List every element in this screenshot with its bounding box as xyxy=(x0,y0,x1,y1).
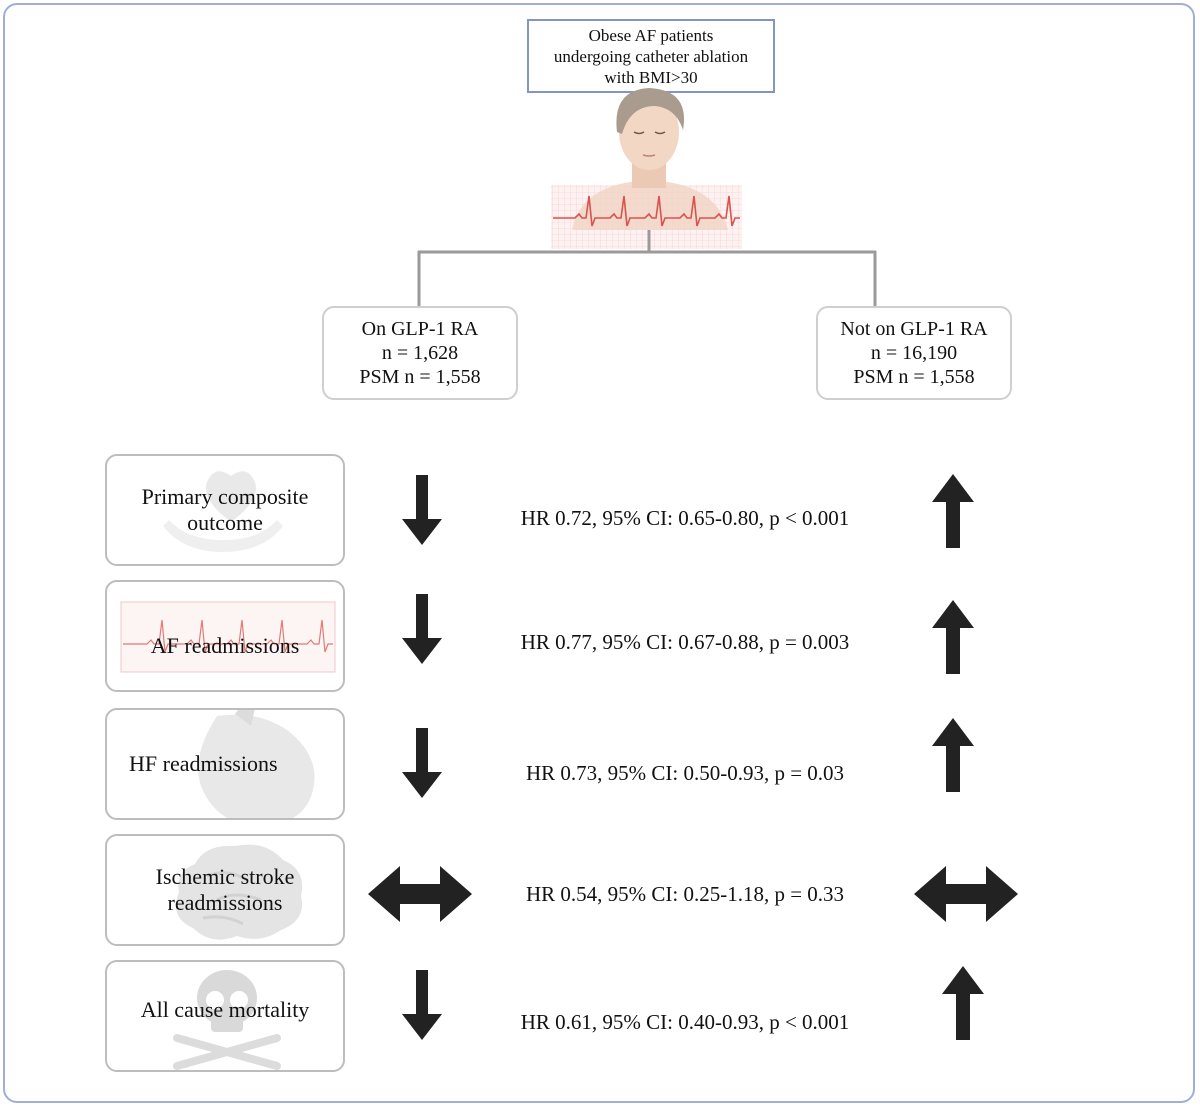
outcome-label: Ischemic stroke readmissions xyxy=(155,864,295,915)
hazard-ratio-text: HR 0.54, 95% CI: 0.25-1.18, p = 0.33 xyxy=(525,882,845,906)
outcome-label: HF readmissions xyxy=(129,751,278,776)
population-label: Obese AF patients undergoing catheter ab… xyxy=(553,25,749,87)
down-arrow-icon xyxy=(402,594,442,664)
down-arrow-icon xyxy=(402,728,442,798)
figure-frame xyxy=(3,3,1195,1103)
control-group-name: Not on GLP-1 RA xyxy=(840,318,988,340)
control-group-n: n = 16,190 xyxy=(870,342,958,364)
up-arrow-icon xyxy=(932,474,974,548)
down-arrow-icon xyxy=(402,475,442,545)
control-group-box: Not on GLP-1 RA n = 16,190 PSM n = 1,558 xyxy=(816,306,1012,400)
up-arrow-icon xyxy=(932,600,974,674)
up-arrow-icon xyxy=(932,718,974,792)
heart-hands-icon xyxy=(163,471,283,552)
treated-group-psm: PSM n = 1,558 xyxy=(359,366,481,388)
patient-with-ecg-icon xyxy=(417,88,877,308)
down-arrow-icon xyxy=(402,970,442,1040)
bidirectional-arrow-icon xyxy=(914,866,1018,922)
outcome-label: All cause mortality xyxy=(140,997,310,1022)
skull-crossbones-icon xyxy=(173,970,281,1070)
outcome-box: Ischemic stroke readmissions xyxy=(105,834,345,946)
heart-icon xyxy=(198,710,315,818)
up-arrow-icon xyxy=(942,966,984,1040)
outcome-box: Primary composite outcome xyxy=(105,454,345,566)
hazard-ratio-text: HR 0.73, 95% CI: 0.50-0.93, p = 0.03 xyxy=(525,761,845,785)
hazard-ratio-text: HR 0.72, 95% CI: 0.65-0.80, p < 0.001 xyxy=(520,506,850,530)
treated-group-n: n = 1,628 xyxy=(381,342,459,364)
control-group-psm: PSM n = 1,558 xyxy=(853,366,975,388)
hazard-ratio-text: HR 0.77, 95% CI: 0.67-0.88, p = 0.003 xyxy=(520,630,850,654)
ecg-strip-icon xyxy=(120,601,336,673)
treated-group-name: On GLP-1 RA xyxy=(361,318,479,340)
outcome-label: AF readmissions xyxy=(150,633,300,658)
treated-group-box: On GLP-1 RA n = 1,628 PSM n = 1,558 xyxy=(322,306,518,400)
outcome-box: All cause mortality xyxy=(105,960,345,1072)
outcome-box: AF readmissions xyxy=(105,580,345,692)
outcome-label: Primary composite outcome xyxy=(141,484,309,535)
brain-icon xyxy=(176,844,303,940)
hazard-ratio-text: HR 0.61, 95% CI: 0.40-0.93, p < 0.001 xyxy=(520,1010,850,1034)
bidirectional-arrow-icon xyxy=(368,866,472,922)
outcome-box: HF readmissions xyxy=(105,708,345,820)
